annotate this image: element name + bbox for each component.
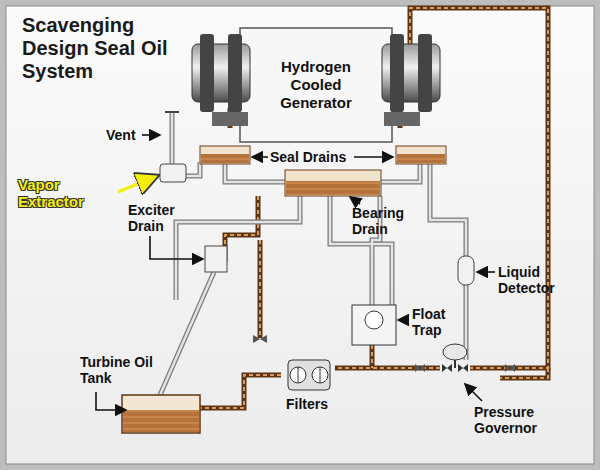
seal-drains-label: Seal Drains [270,149,356,165]
filters [288,360,330,390]
bearing-drain-label: Bearing Drain [352,205,424,237]
pressure-governor-label: Pressure Governor [474,404,574,436]
drawing-part [298,367,320,383]
bearing-drain-tank [285,170,381,196]
drawing-part [6,6,594,464]
vapor-extractor-label: Vapor Extractor [18,176,118,210]
exciter-drain-box [205,246,227,272]
drawing-part [384,112,420,126]
diagram-title: Scavenging Design Seal Oil System [22,14,172,83]
drawing-part [160,164,186,182]
drawing-part [458,256,474,285]
drawing-part [354,156,393,158]
drawing-part [212,112,248,126]
drawing-part [398,319,409,321]
drawing-part [285,170,381,196]
generator-label: Hydrogen Cooled Generator [261,58,371,112]
float-trap [352,305,396,345]
drawing-part [205,246,227,272]
drawing-part [252,156,268,158]
liquid-detector-label: Liquid Detector [498,264,578,296]
generator-box: Hydrogen Cooled Generator [240,28,392,142]
vapor-extractor [160,112,186,182]
drawing-part [454,360,456,368]
drawing-part [165,111,179,113]
drawing-part [397,154,445,163]
turbine-oil-tank [122,395,200,433]
drawing-part [443,344,467,360]
drawing-part [390,34,404,112]
drawing-part [350,197,360,204]
leader-arrows [96,135,495,410]
drawing-part [142,134,160,136]
drawing-part [200,34,214,112]
vent-label: Vent [106,127,146,143]
drawing-part [458,364,468,372]
pressure-governor [442,344,468,372]
filters-label: Filters [286,396,346,412]
drawing-part [96,392,126,410]
generator-housing [192,28,440,142]
drawing-part [415,364,425,372]
drawing-part [150,236,203,259]
drawing-part [122,395,200,433]
drawing-part [228,34,242,112]
drawing-part [465,384,482,401]
drawing-part [160,112,466,395]
drawing-part [396,146,446,164]
drawing-part [253,335,267,343]
drawing-part [118,176,157,192]
drawing-part [286,181,380,195]
liquid-detector [458,256,474,285]
drain-pipes [160,112,466,395]
drawing-part [352,305,396,345]
turbine-oil-tank-label: Turbine Oil Tank [80,354,160,386]
drawing-part [201,154,249,163]
drawing-part [477,271,495,273]
exciter-drain-label: Exciter Drain [128,202,200,234]
drawing-part [505,364,515,372]
drawing-part [365,311,383,329]
drawing-part [442,364,452,372]
drawing-part [160,112,466,395]
drawing-part [123,410,199,432]
seal-drain-tanks [200,146,446,164]
drawing-part [418,34,432,112]
float-trap-label: Float Trap [412,306,462,338]
drawing-part [200,146,250,164]
drawing-part [288,360,330,390]
drawing-part [240,28,392,142]
